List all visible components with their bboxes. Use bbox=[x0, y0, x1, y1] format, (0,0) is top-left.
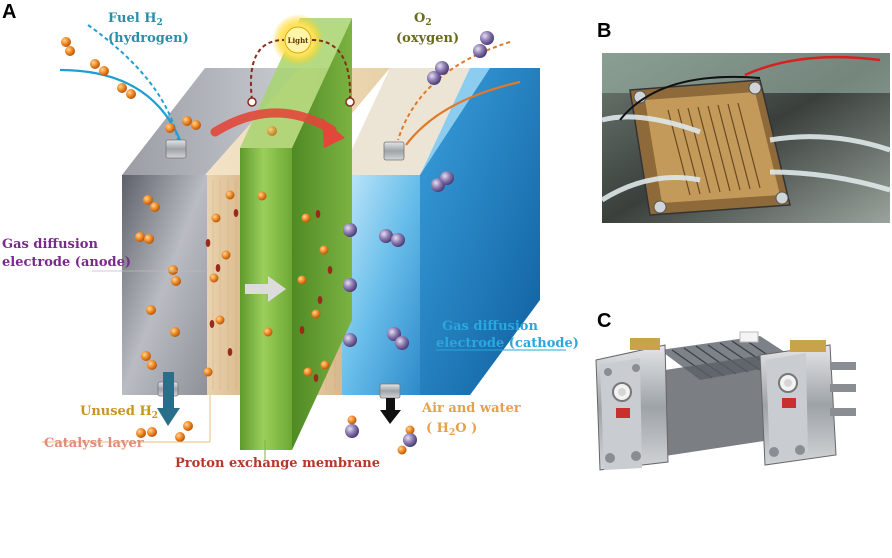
h2-outlet-arrow-shaft bbox=[163, 372, 174, 412]
electron-flow-arrowhead bbox=[322, 118, 345, 148]
cathode-side-face bbox=[420, 68, 540, 395]
terminal-right bbox=[345, 97, 355, 107]
o2-line-solid bbox=[405, 80, 521, 146]
unused-h2-label: Unused H2 bbox=[80, 404, 158, 421]
air-water-label: Air and water bbox=[421, 401, 521, 416]
light-label: Light bbox=[288, 36, 310, 45]
light-icon bbox=[284, 26, 312, 54]
anode-label-line1: Gas diffusion bbox=[2, 237, 98, 252]
cathode-label-line2: electrode (cathode) bbox=[436, 336, 579, 351]
wire-right bbox=[311, 39, 352, 101]
water-outlet-port bbox=[379, 383, 401, 399]
anode-front-face bbox=[122, 175, 207, 395]
panel-a-label: A bbox=[2, 1, 16, 23]
oxygen-label: (oxygen) bbox=[396, 31, 459, 46]
o2-inlet-port bbox=[383, 141, 405, 161]
h2-outlet-arrow-head bbox=[157, 408, 180, 426]
photo-c-fuel-cell-stack bbox=[595, 331, 856, 471]
cathode-label-line1: Gas diffusion bbox=[442, 319, 538, 334]
proton-arrow-shaft bbox=[245, 284, 269, 294]
proton-exchange-membrane bbox=[240, 148, 292, 450]
o2-label: O2 bbox=[414, 11, 432, 28]
oxygen-molecules bbox=[343, 31, 494, 447]
wire-left bbox=[250, 39, 285, 101]
water-outlet-arrow-head bbox=[380, 410, 401, 424]
fuel-h2-label: Fuel H2 bbox=[108, 11, 163, 28]
anode-label-line2: electrode (anode) bbox=[2, 255, 131, 270]
membrane-label: Proton exchange membrane bbox=[175, 456, 380, 471]
terminal-left bbox=[247, 97, 257, 107]
water-outlet-arrow-shaft bbox=[386, 398, 395, 412]
fuel-inlet-port bbox=[165, 139, 187, 159]
panel-c-label: C bbox=[597, 310, 611, 332]
hydrogen-molecules bbox=[61, 37, 201, 442]
protons bbox=[203, 126, 415, 455]
panel-b-label: B bbox=[597, 20, 611, 42]
hydrogen-label: (hydrogen) bbox=[108, 31, 189, 46]
h2o-label: ( H2O ) bbox=[426, 421, 477, 438]
catalyst-layer-label: Catalyst layer bbox=[44, 436, 144, 451]
membrane-side-face bbox=[292, 18, 352, 450]
proton-arrow-head bbox=[268, 276, 286, 302]
photo-b-fuel-cell bbox=[600, 53, 891, 223]
electron-drops bbox=[205, 209, 333, 382]
electron-flow-arrow bbox=[210, 108, 337, 137]
